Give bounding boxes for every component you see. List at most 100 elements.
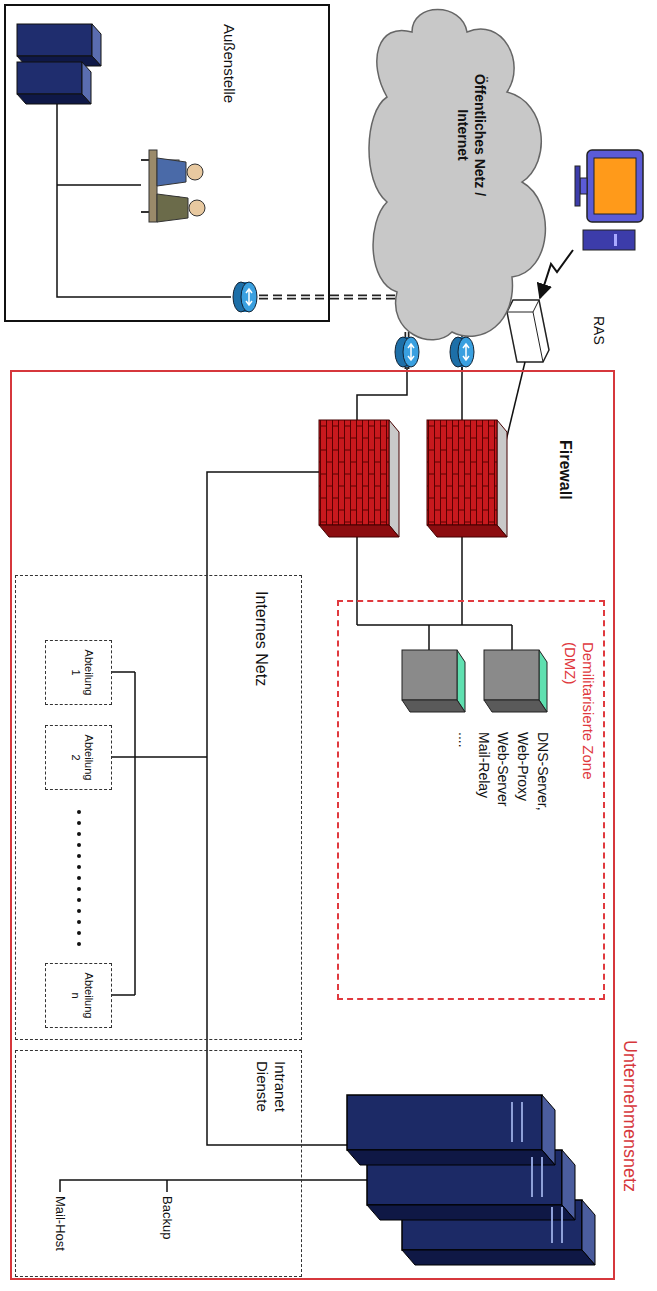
- wall-front: [427, 420, 497, 525]
- remote-pc: [575, 150, 643, 250]
- dot: [77, 832, 81, 836]
- dmz-server: [402, 650, 465, 712]
- dot: [77, 920, 81, 924]
- dot: [77, 931, 81, 935]
- wall-front: [319, 420, 389, 525]
- server-list-item: DNS-Server,: [534, 732, 551, 811]
- keyboard: [575, 166, 580, 206]
- ras-device: [507, 300, 549, 362]
- router: [450, 337, 474, 367]
- server-list-item: Web-Server: [495, 732, 512, 806]
- label-holder: Mail-Host: [52, 1196, 68, 1251]
- company-network-box: UnternehmensnetzDemilitarisierte Zone (D…: [10, 370, 615, 1280]
- service-label: Backup: [159, 1196, 175, 1239]
- ras-box: [507, 300, 549, 362]
- dmz-box: Demilitarisierte Zone (DMZ)DNS-Server,We…: [337, 600, 605, 1000]
- tunnel-segment-inner: [259, 296, 330, 298]
- pc-tower: [583, 230, 635, 250]
- desk: [149, 150, 157, 222]
- dot: [77, 942, 81, 946]
- department-box: Abteilung 2: [45, 725, 112, 790]
- server-list-item: Web-Proxy: [514, 732, 531, 801]
- router-wire: [357, 367, 407, 420]
- backbone-wire: [207, 472, 347, 1145]
- dmz-server: [484, 650, 547, 712]
- office-workers: [141, 150, 205, 222]
- dot: [77, 854, 81, 858]
- dot: [77, 843, 81, 847]
- router-top: [241, 282, 257, 312]
- dot: [77, 909, 81, 913]
- label-holder: Firewall: [556, 440, 575, 500]
- router-arrows: [246, 289, 252, 305]
- router-top: [403, 337, 419, 367]
- dot: [77, 810, 81, 814]
- tunnel-segment: [259, 295, 330, 300]
- intranet-servers: [347, 1095, 595, 1265]
- label-holder: Backup: [159, 1196, 175, 1239]
- router-wire: [461, 367, 463, 420]
- drive-slot: [614, 234, 617, 246]
- server-list-item: ....: [455, 732, 472, 748]
- firewall-label: Firewall: [556, 440, 575, 500]
- server-front: [17, 62, 82, 94]
- cloud-shape: [369, 10, 545, 340]
- department-bus: [112, 672, 207, 995]
- server-side: [484, 700, 547, 712]
- dot: [77, 821, 81, 825]
- department-label: Abteilung n: [69, 969, 95, 1023]
- firewall-wall: [427, 420, 507, 537]
- wall-side: [427, 525, 507, 537]
- server-side: [402, 700, 465, 712]
- server-side: [347, 1150, 555, 1165]
- server-list-item: Mail-Relay: [475, 732, 492, 798]
- cloud-label: Öffentliches Netz / Internet: [454, 60, 488, 210]
- firewall-wall: [319, 420, 399, 537]
- server-front: [402, 650, 457, 700]
- dot: [77, 898, 81, 902]
- department-box: Abteilung 1: [45, 640, 112, 705]
- wall-top: [497, 420, 507, 537]
- server-side: [17, 94, 91, 104]
- person-body: [157, 194, 188, 222]
- wall-side: [319, 525, 399, 537]
- department-box: Abteilung n: [45, 963, 112, 1028]
- person-body: [157, 158, 186, 186]
- department-ellipsis: [77, 810, 81, 946]
- dot: [77, 876, 81, 880]
- branch-office-box: Außenstelle: [4, 4, 330, 322]
- monitor-case: [587, 150, 643, 222]
- ras-wire: [505, 362, 525, 445]
- department-label: Abteilung 2: [69, 731, 95, 785]
- router-arrows: [408, 344, 414, 360]
- desk-legs: [141, 160, 149, 212]
- intranet-wire: [60, 1180, 367, 1192]
- monitor-screen: [594, 158, 636, 214]
- server-side: [402, 1250, 595, 1265]
- router: [233, 282, 257, 312]
- server-side: [367, 1205, 575, 1220]
- label-holder: RAS: [590, 316, 607, 345]
- server-slots: [512, 1102, 562, 1243]
- ras-label: RAS: [590, 316, 607, 345]
- cloud-outline: [367, 2, 562, 347]
- dial-in-lightning: [540, 250, 573, 298]
- monitor-stand: [580, 178, 587, 194]
- zone-heading: Intranet Dienste: [253, 1061, 289, 1141]
- server-front: [17, 24, 92, 56]
- server-front: [484, 650, 539, 700]
- ras-edge: [507, 300, 543, 362]
- dmz-wire: [357, 537, 512, 650]
- router-arrows: [463, 344, 469, 360]
- router: [395, 337, 419, 367]
- internal-network-box: Internes NetzAbteilung 1Abteilung 2Abtei…: [15, 575, 302, 1040]
- dot: [77, 865, 81, 869]
- wall-top: [389, 420, 399, 537]
- internet-cloud: Öffentliches Netz / Internet: [367, 2, 562, 347]
- dot: [77, 887, 81, 891]
- service-label: Mail-Host: [52, 1196, 68, 1251]
- router-top: [458, 337, 474, 367]
- department-label: Abteilung 1: [69, 646, 95, 700]
